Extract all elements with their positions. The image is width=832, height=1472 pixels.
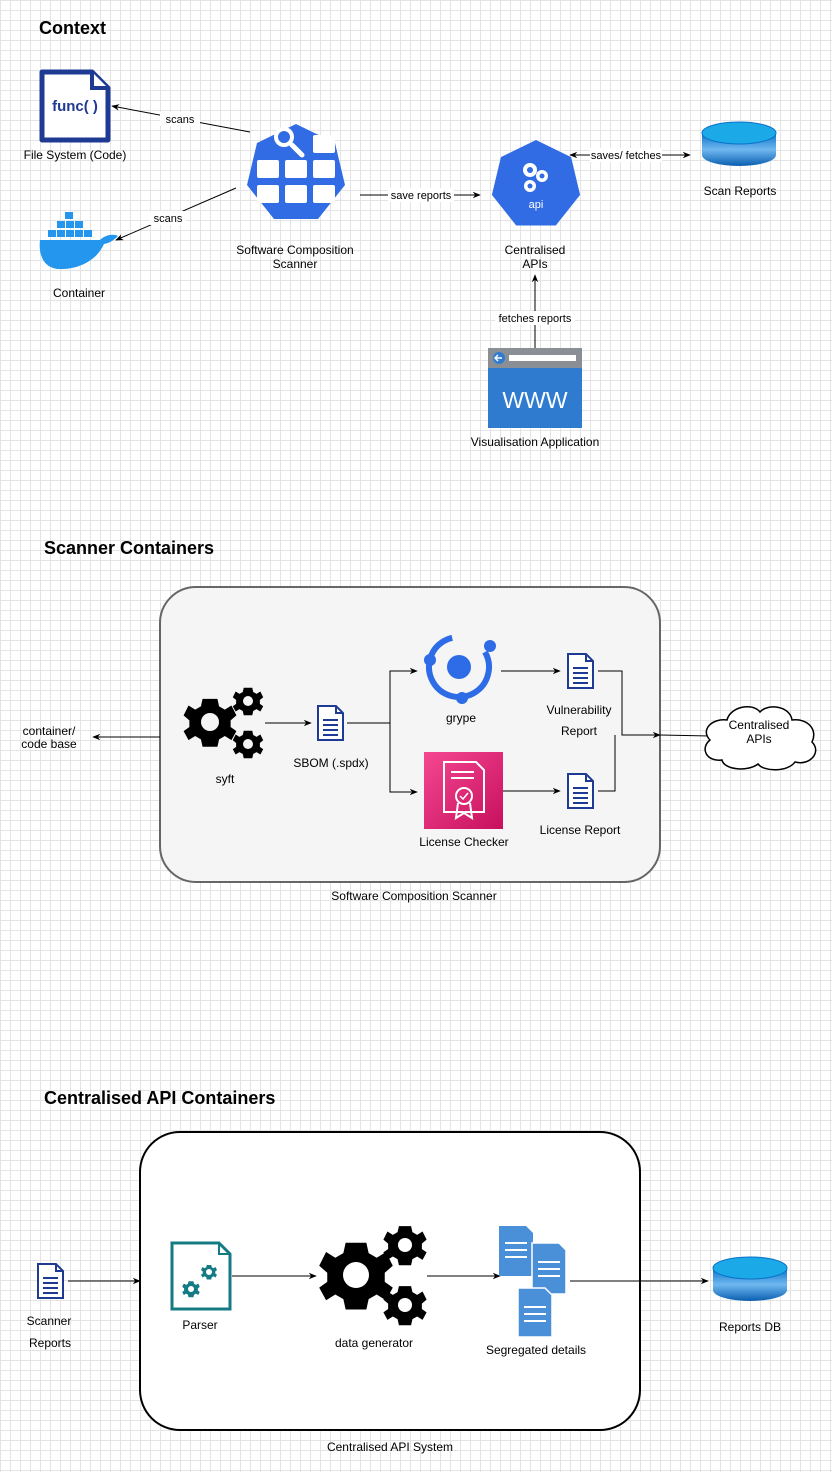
edge-label-fetches-reports: fetches reports: [499, 313, 572, 325]
section-title-context: Context: [39, 18, 106, 38]
label-cloud-line1: Centralised: [729, 718, 790, 732]
section-title-api: Centralised API Containers: [44, 1088, 275, 1108]
label-file-system: File System (Code): [24, 148, 127, 162]
scan-reports-db-icon: [701, 121, 777, 166]
www-browser-icon: WWW: [488, 348, 582, 428]
edge-label-save-reports: save reports: [391, 190, 452, 202]
label-segregated: Segregated details: [486, 1343, 586, 1357]
label-container: Container: [53, 286, 105, 300]
scanner-reports-icon: [37, 1263, 64, 1299]
api-system-caption: Centralised API System: [327, 1440, 453, 1454]
label-codebase-line2: code base: [21, 737, 77, 751]
label-visualisation-app: Visualisation Application: [471, 435, 600, 449]
edge-sbom-grype: [347, 667, 418, 724]
edge-license-to-cloud: [598, 735, 616, 792]
label-license-checker: License Checker: [419, 835, 508, 849]
api-icon-text: api: [529, 199, 544, 211]
vulnerability-report-icon: [567, 653, 594, 689]
edge-label-saves-fetches: saves/ fetches: [591, 150, 662, 162]
docker-whale-icon: [39, 212, 118, 270]
syft-gears-icon: [183, 687, 264, 759]
grype-icon: [424, 634, 496, 704]
label-parser: Parser: [182, 1318, 217, 1332]
label-syft: syft: [216, 772, 235, 786]
data-generator-gears-icon: [319, 1226, 427, 1326]
label-vulnerability-line2: Report: [561, 724, 598, 738]
label-grype: grype: [446, 711, 476, 725]
www-icon-text: WWW: [502, 387, 567, 413]
label-scanner-line2: Scanner: [273, 257, 318, 271]
centralised-apis-cloud: [704, 705, 817, 771]
api-gear-icon: api: [491, 140, 581, 226]
license-checker-icon: [424, 752, 503, 829]
label-centralised-apis-line2: APIs: [522, 257, 547, 271]
label-vulnerability-line1: Vulnerability: [547, 703, 612, 717]
segregated-documents-icon: [499, 1226, 567, 1338]
label-codebase-line1: container/: [23, 724, 76, 738]
label-license-report: License Report: [540, 823, 621, 837]
label-cloud-line2: APIs: [746, 732, 771, 746]
edge-sbom-license-checker: [389, 723, 418, 796]
label-data-generator: data generator: [335, 1336, 413, 1350]
label-scanner-line1: Software Composition: [236, 243, 353, 257]
label-scan-reports: Scan Reports: [704, 184, 777, 198]
scanner-system-caption: Software Composition Scanner: [331, 889, 496, 903]
label-sbom: SBOM (.spdx): [293, 756, 368, 770]
edge-to-cloud: [659, 734, 711, 737]
label-scanner-reports-line2: Reports: [29, 1336, 71, 1350]
label-centralised-apis-line1: Centralised: [505, 243, 566, 257]
sbom-document-icon: [317, 705, 344, 741]
edge-vuln-to-cloud: [598, 670, 661, 739]
func-icon-text: func( ): [52, 98, 98, 115]
license-report-icon: [567, 773, 594, 809]
reports-db-icon: [712, 1256, 788, 1301]
section-title-scanner: Scanner Containers: [44, 538, 214, 558]
label-scanner-reports-line1: Scanner: [27, 1314, 72, 1328]
func-file-icon: func( ): [39, 69, 111, 143]
edge-label-scans-container: scans: [154, 213, 183, 225]
parser-file-icon: [170, 1241, 232, 1311]
edge-label-scans-fs: scans: [166, 114, 195, 126]
label-reports-db: Reports DB: [719, 1320, 781, 1334]
scanner-grid-icon: [247, 124, 345, 219]
